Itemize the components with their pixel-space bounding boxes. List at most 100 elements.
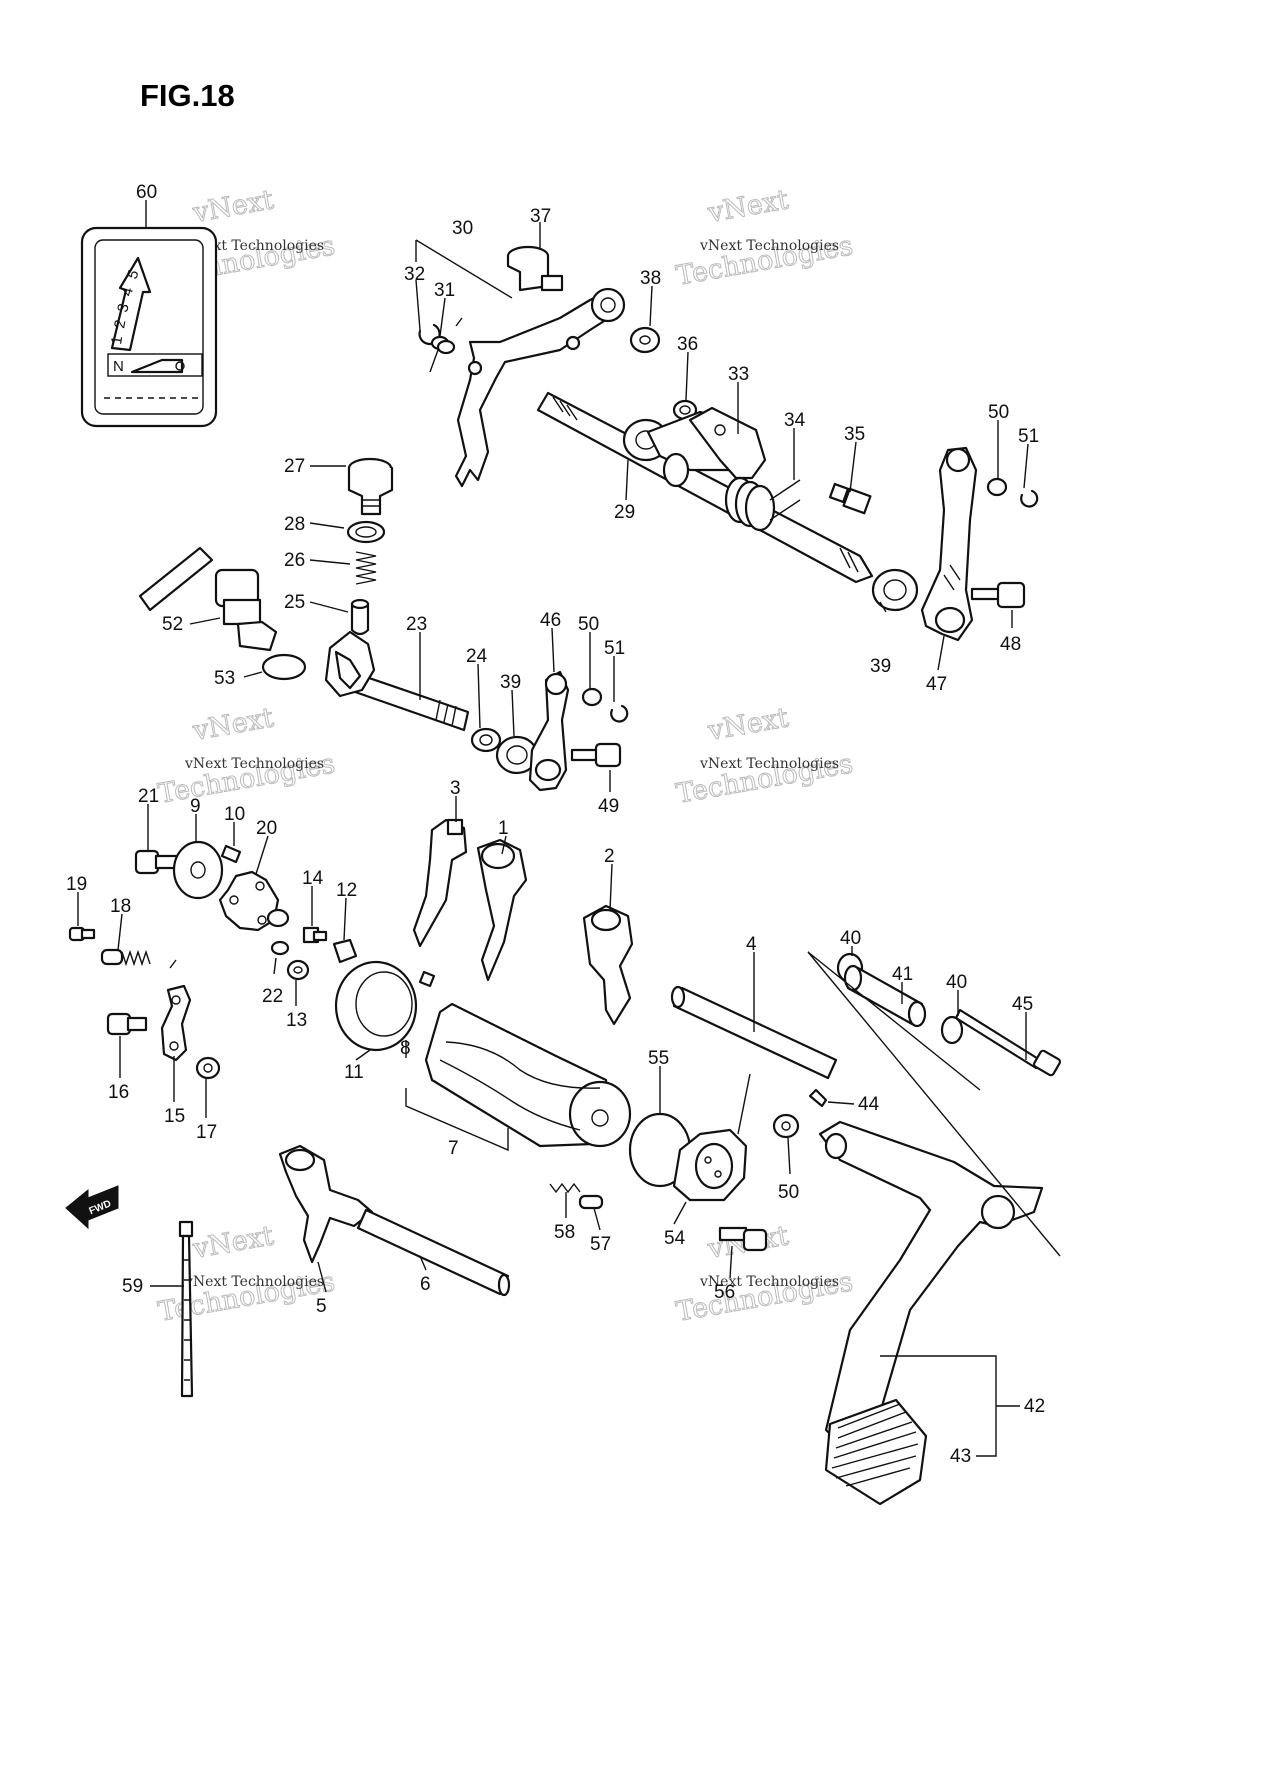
part-4-fork-shaft	[670, 985, 838, 1080]
part-49-bolt	[570, 742, 622, 768]
part-52-neutral-switch	[138, 546, 278, 652]
watermark-stamp: vNext	[190, 702, 276, 747]
watermark-stamp: vNext	[190, 184, 276, 229]
callout-47: 47	[926, 674, 947, 695]
part-41-spacer	[843, 964, 927, 1028]
part-10-pin	[220, 844, 242, 864]
neutral-label: N	[113, 358, 124, 375]
callout-14: 14	[302, 868, 324, 889]
callout-6: 6	[420, 1274, 431, 1295]
part-5-gearshift-fork	[278, 1144, 374, 1264]
leader-lines	[77, 200, 1061, 1457]
callout-1: 1	[498, 818, 509, 839]
callout-16: 16	[108, 1082, 129, 1103]
part-46-gearshift-link-arm	[528, 670, 570, 792]
callout-2: 2	[604, 846, 615, 867]
watermark-stamp: vNext	[705, 184, 791, 229]
callout-50: 50	[578, 614, 599, 635]
callout-32: 32	[404, 264, 425, 285]
part-56-bolt	[718, 1226, 768, 1252]
part-31-spring	[429, 317, 463, 373]
callout-56: 56	[714, 1282, 735, 1303]
part-33-shift-cam-arm	[688, 406, 767, 480]
callout-39: 39	[870, 656, 891, 677]
part-35-pin	[828, 482, 872, 515]
part-48-bolt	[970, 581, 1026, 609]
part-23-cam-driven-gear-shaft	[324, 630, 470, 732]
part-47-gearshift-lever	[920, 446, 978, 642]
part-51-clip	[1020, 489, 1039, 508]
watermark-stamp: vNext	[190, 1220, 276, 1265]
callout-55: 55	[648, 1048, 669, 1069]
part-43-footrest-rubber	[824, 1398, 928, 1506]
part-50-washer	[581, 687, 603, 707]
figure-title: FIG.18	[140, 78, 235, 113]
part-9-cam-stopper-plate	[172, 840, 224, 900]
part-24-washer	[470, 727, 502, 753]
callout-50: 50	[778, 1182, 799, 1203]
callout-52: 52	[162, 614, 183, 635]
part-14-bolt	[302, 926, 328, 944]
callout-11: 11	[344, 1062, 364, 1083]
part-59-cable-tie	[178, 1220, 194, 1398]
part-37-shift-shaft-bolt	[506, 245, 564, 292]
callout-7: 7	[448, 1138, 459, 1159]
part-53-o-ring	[261, 653, 307, 681]
part-18-spring	[100, 948, 177, 969]
callout-58: 58	[554, 1222, 575, 1243]
callout-labels: 60 30 37 32 31 38 36 33 34 35 50 51 29 3…	[66, 182, 1045, 1467]
callout-23: 23	[406, 614, 427, 635]
callout-29: 29	[614, 502, 635, 523]
callout-46: 46	[540, 610, 561, 631]
callout-8: 8	[400, 1038, 411, 1059]
part-20-cam-stopper	[218, 870, 290, 932]
callout-60: 60	[136, 182, 157, 203]
part-17-washer	[195, 1056, 221, 1080]
callout-41: 41	[892, 964, 913, 985]
callout-31: 31	[434, 280, 455, 301]
callout-30: 30	[452, 218, 473, 239]
callout-20: 20	[256, 818, 277, 839]
watermark-text: vNext Technologies	[699, 238, 839, 254]
part-40-collar	[940, 1015, 964, 1045]
part-51-clip	[610, 704, 629, 723]
callout-39: 39	[500, 672, 521, 693]
part-26-spring	[355, 551, 377, 585]
callout-50: 50	[988, 402, 1009, 423]
callout-12: 12	[336, 880, 357, 901]
part-16-bolt	[106, 1012, 148, 1036]
callout-35: 35	[844, 424, 865, 445]
callout-28: 28	[284, 514, 305, 535]
part-11-bearing	[334, 960, 418, 1052]
shift-arrow-icon	[110, 256, 152, 352]
fwd-direction-arrow: FWD	[65, 1185, 119, 1230]
callout-9: 9	[190, 796, 201, 817]
callout-13: 13	[286, 1010, 307, 1031]
part-39-oil-seal	[871, 568, 919, 612]
gear-label: 2	[111, 319, 129, 330]
callout-22: 22	[262, 986, 283, 1007]
callout-53: 53	[214, 668, 235, 689]
callout-51: 51	[1018, 426, 1039, 447]
callout-15: 15	[164, 1106, 185, 1127]
part-19-bolt	[68, 926, 96, 942]
callout-51: 51	[604, 638, 625, 659]
part-50-washer	[986, 477, 1008, 497]
callout-48: 48	[1000, 634, 1021, 655]
part-54-gear-position-switch	[672, 1073, 751, 1202]
part-12-cam-stopper-holder	[332, 938, 358, 964]
part-7-gearshift-cam	[424, 1002, 632, 1148]
callout-10: 10	[224, 804, 245, 825]
callout-59: 59	[122, 1276, 143, 1297]
part-38-washer	[629, 326, 661, 354]
watermark-text: vNext Technologies	[184, 1274, 324, 1290]
callout-17: 17	[196, 1122, 217, 1143]
part-25-pin	[350, 598, 370, 636]
callout-24: 24	[466, 646, 488, 667]
part-45-bolt	[954, 1008, 1062, 1077]
callout-33: 33	[728, 364, 749, 385]
callout-25: 25	[284, 592, 305, 613]
callout-34: 34	[784, 410, 806, 431]
callout-5: 5	[316, 1296, 327, 1317]
